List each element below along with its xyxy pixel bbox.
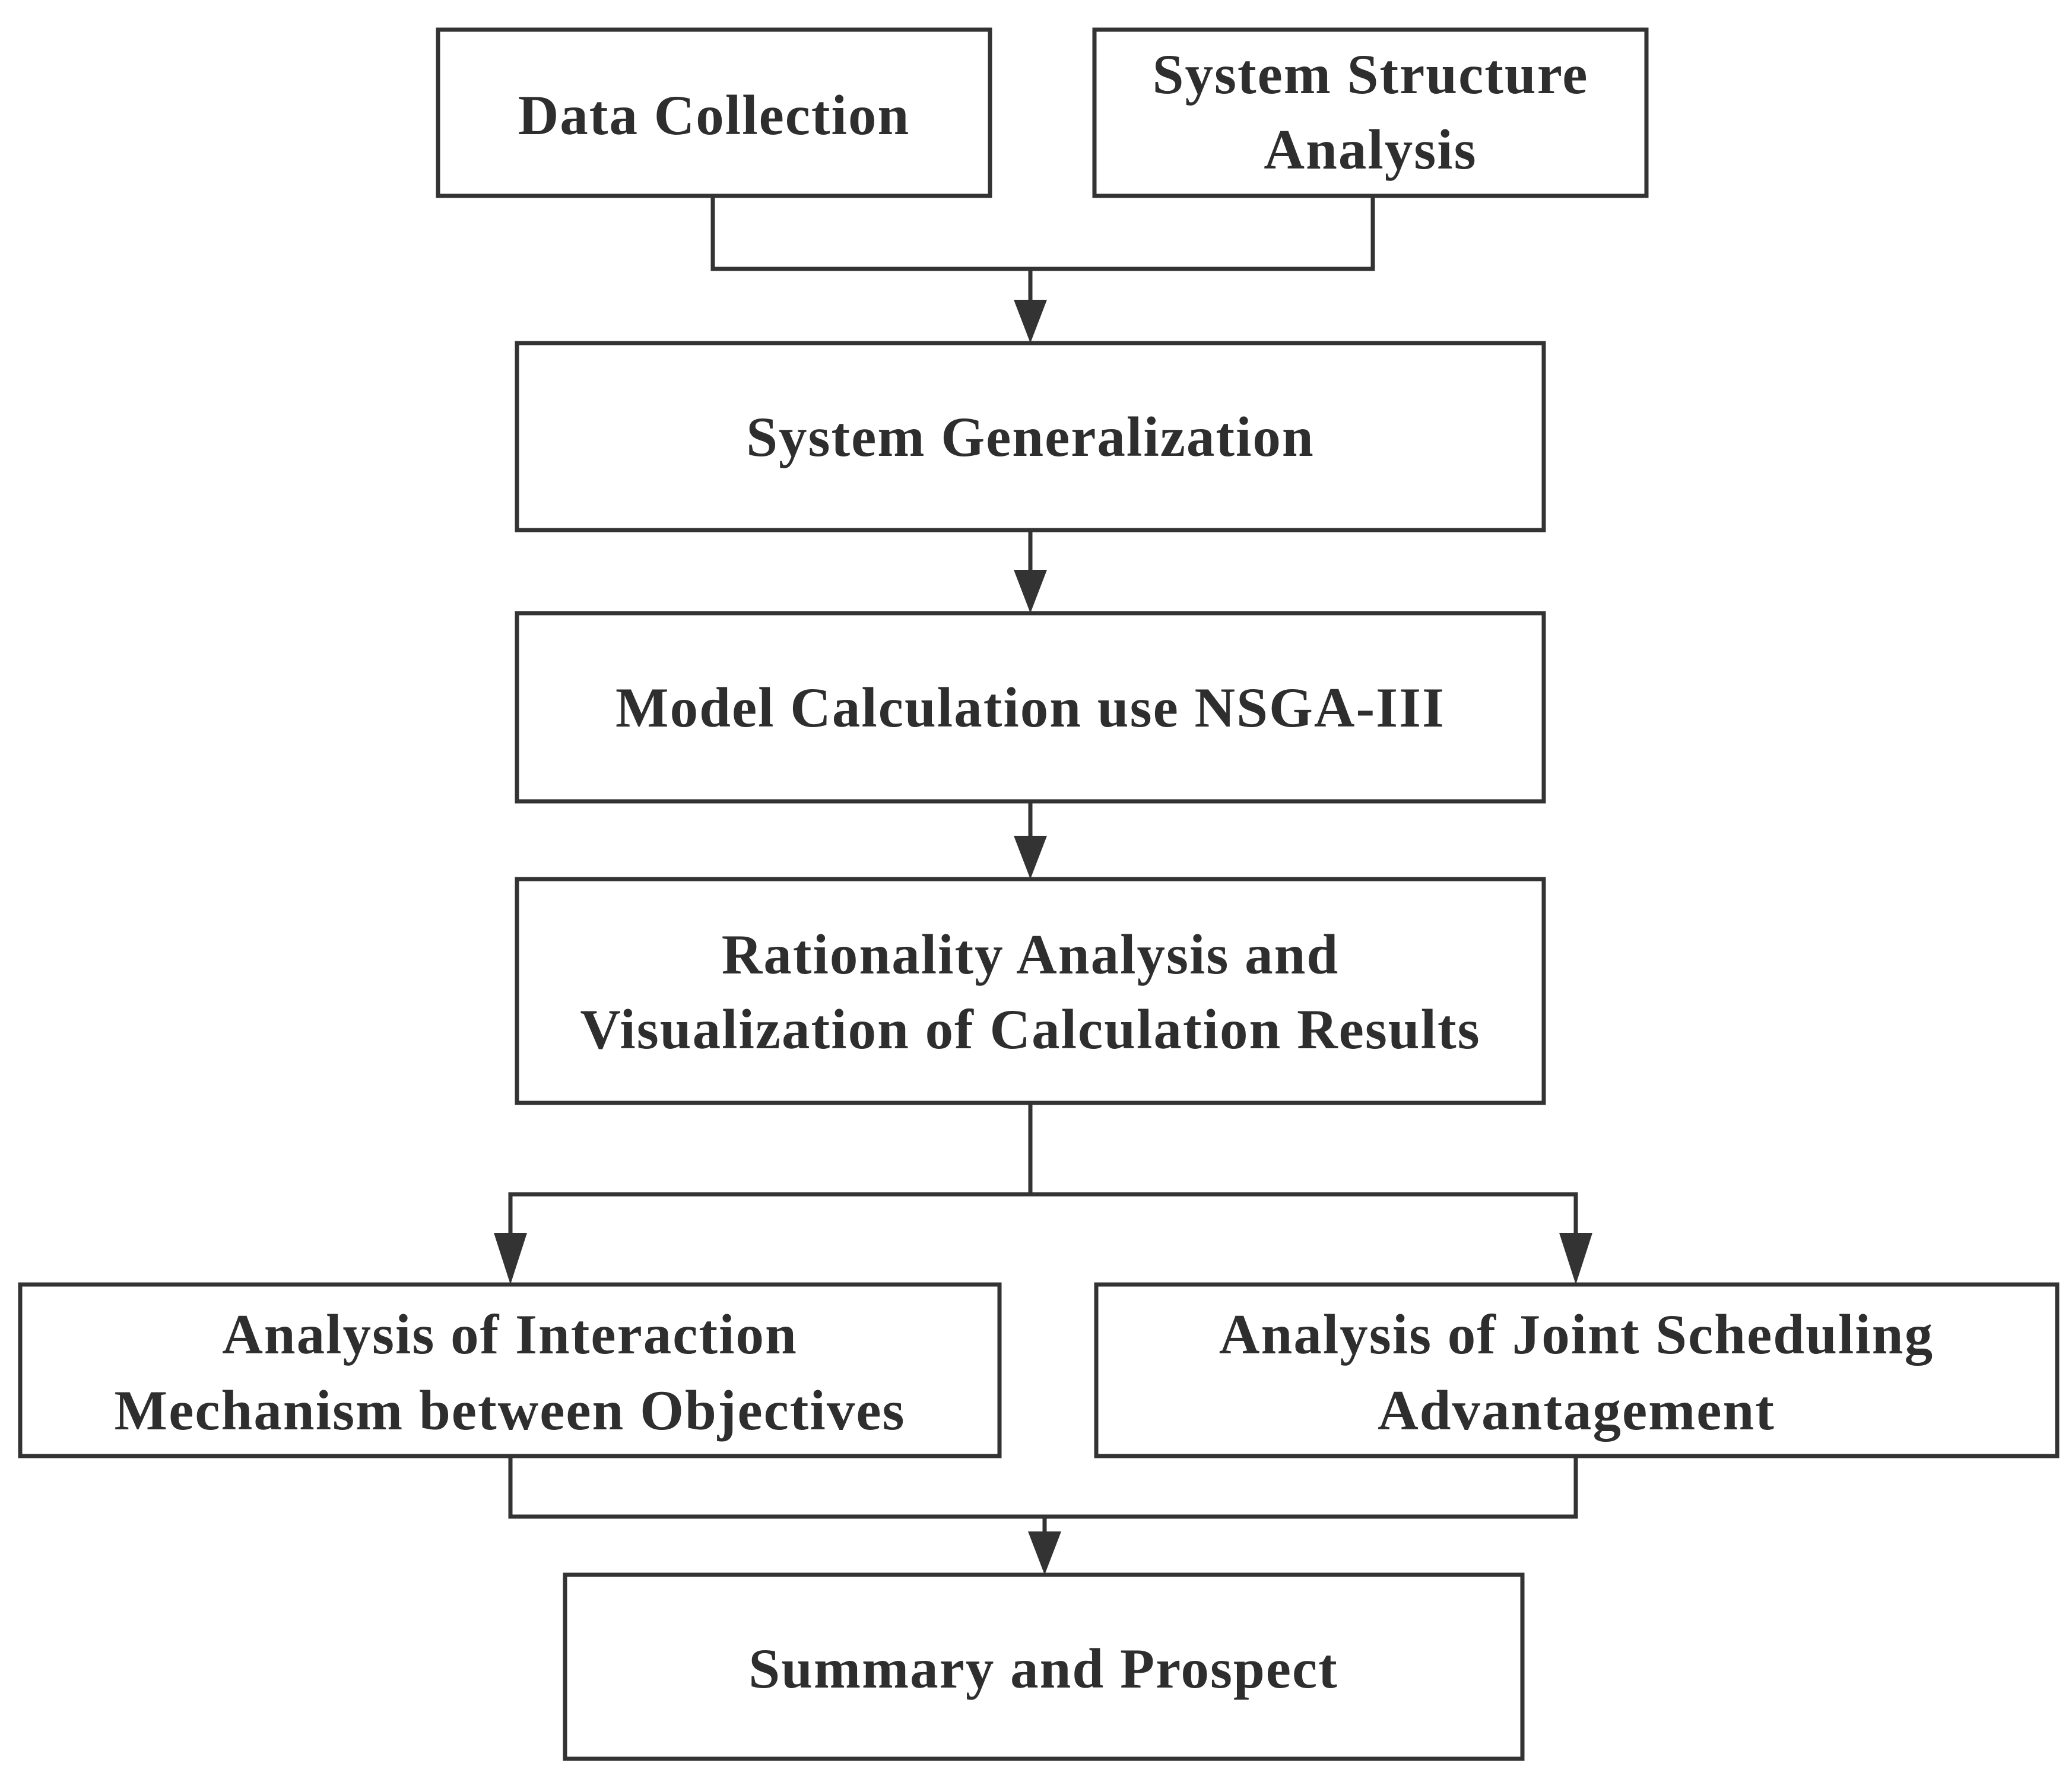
edge-bottom-merge bbox=[508, 1456, 1578, 1519]
node-label: Analysis of Joint Scheduling bbox=[1219, 1303, 1934, 1366]
node-label: Analysis of Interaction bbox=[222, 1303, 798, 1366]
node-label: Mechanism between Objectives bbox=[115, 1379, 906, 1442]
node-joint-scheduling: Analysis of Joint Scheduling Advantageme… bbox=[1094, 1282, 2060, 1458]
node-label: Rationality Analysis and bbox=[722, 923, 1340, 986]
node-label: Analysis bbox=[1264, 118, 1477, 181]
node-label: Data Collection bbox=[518, 84, 910, 147]
node-data-collection: Data Collection bbox=[436, 27, 992, 198]
arrowhead-icon bbox=[1014, 300, 1047, 343]
edge-split-bar bbox=[508, 1192, 1578, 1238]
arrowhead-icon bbox=[494, 1233, 527, 1285]
node-label: Summary and Prospect bbox=[748, 1637, 1338, 1700]
arrowhead-icon bbox=[1014, 570, 1047, 613]
connectors bbox=[494, 196, 1592, 1575]
node-summary-prospect: Summary and Prospect bbox=[563, 1572, 1525, 1761]
arrowhead-icon bbox=[1014, 836, 1047, 879]
node-rationality-analysis: Rationality Analysis and Visualization o… bbox=[515, 877, 1546, 1105]
node-label: Model Calculation use NSGA-III bbox=[615, 676, 1445, 739]
node-label: Advantagement bbox=[1378, 1379, 1775, 1442]
node-system-generalization: System Generalization bbox=[515, 341, 1546, 532]
arrowhead-icon bbox=[1559, 1233, 1592, 1285]
node-system-structure-analysis: System Structure Analysis bbox=[1092, 27, 1649, 198]
edge-top-merge bbox=[710, 196, 1375, 271]
node-label: System Structure bbox=[1153, 43, 1589, 106]
arrowhead-icon bbox=[1028, 1531, 1061, 1575]
node-model-calculation: Model Calculation use NSGA-III bbox=[515, 611, 1546, 804]
node-label: System Generalization bbox=[746, 405, 1315, 468]
node-label: Visualization of Calculation Results bbox=[580, 998, 1480, 1061]
node-interaction-mechanism: Analysis of Interaction Mechanism betwee… bbox=[18, 1282, 1002, 1458]
